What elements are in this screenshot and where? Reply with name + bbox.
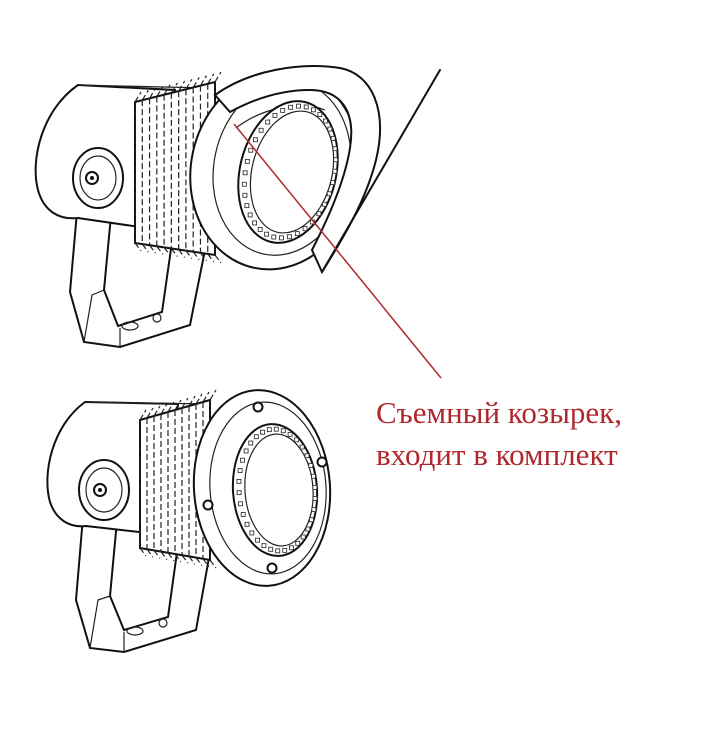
fixture-without-visor [46, 389, 332, 654]
fixture-with-visor [34, 65, 441, 349]
callout-line-2: входит в комплект [376, 437, 618, 472]
bottom-adjust-knob [78, 459, 130, 521]
callout-leader-line [233, 123, 442, 379]
top-adjust-knob [72, 147, 124, 209]
bottom-lens-ring [231, 423, 319, 557]
callout-line-1: Съемный козырек, [376, 395, 622, 430]
visor-callout-label: Съемный козырек, входит в комплект [376, 392, 622, 476]
top-lens-ring [237, 100, 339, 244]
bottom-heatsink [139, 389, 217, 569]
